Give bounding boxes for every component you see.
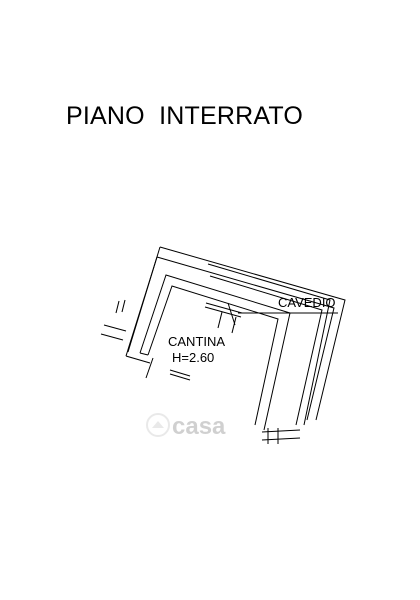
page-title: PIANO INTERRATO <box>66 102 304 130</box>
room-name-cantina: CANTINA <box>168 334 225 349</box>
door-marks <box>145 302 237 381</box>
left-wall <box>100 246 161 364</box>
cavedio-walls <box>204 263 331 426</box>
watermark-text: casa <box>172 413 226 440</box>
room-height-cantina: H=2.60 <box>172 350 214 365</box>
outer-wall <box>156 246 346 421</box>
casa-logo-icon <box>146 413 170 437</box>
break-marks <box>261 428 301 444</box>
cavedio-label: CAVEDIO <box>278 295 336 310</box>
watermark: casa <box>146 413 226 440</box>
cantina-walls <box>139 274 291 431</box>
